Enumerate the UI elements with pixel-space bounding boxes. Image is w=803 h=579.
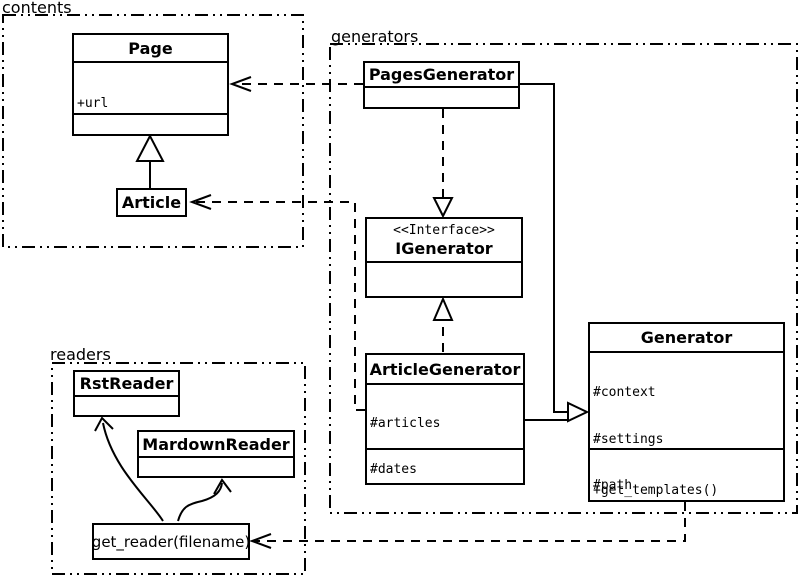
attribute: +url (77, 96, 109, 111)
arrowhead-triangle-generator (567, 401, 590, 423)
class-generator-methods: +get_templates() +get_files(path,exclude… (590, 448, 783, 500)
class-igenerator-title: <<Interface>> IGenerator (367, 219, 521, 261)
class-page-title: Page (128, 38, 173, 58)
class-articlegenerator-title: ArticleGenerator (369, 359, 521, 379)
class-rstreader: RstReader +read() (73, 370, 180, 417)
class-page: Page +url +slug +summary +check_properti… (72, 33, 229, 136)
class-articlegenerator-attributes: #articles #dates #tags #categories (367, 383, 523, 477)
class-page-attributes: +url +slug +summary (74, 61, 227, 113)
class-rstreader-methods: +read() (75, 395, 178, 415)
package-generators-label: generators (331, 27, 419, 46)
arrowhead-open-mardownreader (213, 478, 232, 495)
attribute: #articles (370, 416, 441, 432)
class-article: Article (116, 188, 187, 217)
attribute: #context (593, 385, 656, 400)
class-articlegenerator: ArticleGenerator #articles #dates #tags … (365, 353, 525, 485)
class-generator-attributes: #context #settings #path #theme #output_… (590, 351, 783, 493)
class-pagesgenerator-title: PagesGenerator (368, 65, 515, 84)
arrowhead-open-getreader (249, 533, 272, 549)
class-igenerator-methods: +generate_context() +generate_output() (367, 261, 521, 296)
function-get-reader: get_reader(filename) (92, 523, 250, 560)
class-article-title: Article (121, 193, 182, 212)
edge-pagesgenerator-extends-generator (520, 83, 568, 413)
arrowhead-triangle-page (135, 133, 165, 162)
arrowhead-triangle-igenerator-top (432, 197, 454, 219)
package-readers-label: readers (50, 345, 111, 364)
class-igenerator: <<Interface>> IGenerator +generate_conte… (365, 217, 523, 298)
arrowhead-triangle-igenerator-bottom (432, 296, 454, 321)
class-mardownreader: MardownReader +read() (137, 430, 295, 478)
class-mardownreader-methods: +read() (139, 456, 293, 476)
class-rstreader-title: RstReader (79, 374, 174, 393)
class-igenerator-name: IGenerator (395, 238, 493, 258)
class-mardownreader-title: MardownReader (142, 434, 290, 454)
edge-generator-depends-getreader (255, 502, 686, 542)
arrowhead-open-article (189, 194, 212, 210)
class-igenerator-stereotype: <<Interface>> (393, 222, 495, 238)
class-generator-title: Generator (640, 328, 733, 347)
method: +get_templates() (593, 483, 719, 498)
attribute: #settings (593, 431, 664, 447)
method: +generate_feeds() (370, 482, 520, 483)
edge-articlegenerator-depends-article (195, 201, 365, 411)
class-pagesgenerator: PagesGenerator #pages (363, 61, 520, 109)
edge-getreader-to-mardownreader (177, 482, 223, 522)
method: +generate_context() (370, 295, 519, 296)
package-contents-label: contents (2, 0, 72, 17)
class-pagesgenerator-attributes: #pages (365, 86, 518, 107)
arrowhead-open-page (229, 76, 252, 92)
class-generator: Generator #context #settings #path #them… (588, 322, 785, 502)
arrowhead-open-rstreader (94, 416, 114, 432)
